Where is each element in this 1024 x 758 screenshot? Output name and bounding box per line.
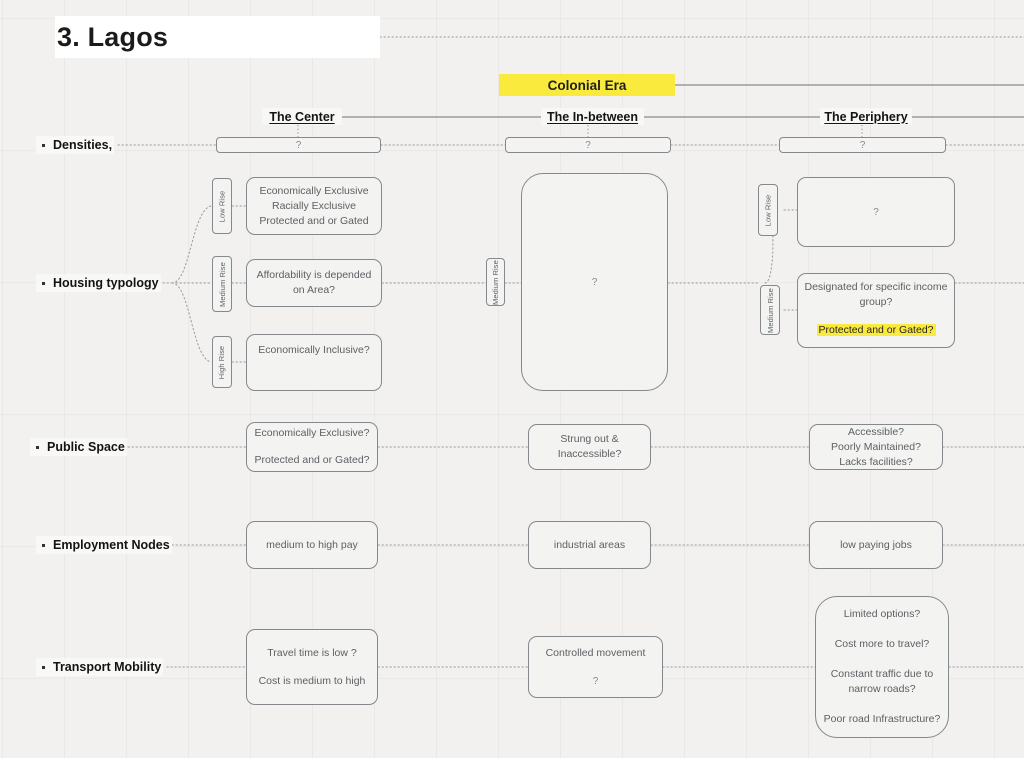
node-housing-in-between-text: ? [591,276,598,288]
node-text-line: medium to high pay [266,538,358,551]
node-densities-periphery-text: ? [859,139,866,151]
node-text-line: Economically Exclusive [259,184,369,197]
row-label-public-space-text: Public Space [47,440,125,454]
node-housing-in-between[interactable]: ? [521,173,668,391]
node-text-line: Accessible? [847,425,905,438]
node-text-line: Protected and or Gated [259,214,369,227]
node-densities-in-between[interactable]: ? [505,137,671,153]
bullet-icon [42,143,45,147]
row-label-densities-text: Densities, [53,138,113,152]
node-densities-in-between-text: ? [585,139,591,151]
era-banner: Colonial Era [499,74,675,96]
node-public-space-in-between[interactable]: Strung out & Inaccessible? [528,424,651,470]
tag-housing-center-low-rise-text: Low Rise [217,190,227,222]
node-densities-periphery[interactable]: ? [779,137,946,153]
row-label-housing-typology: Housing typology [36,274,161,292]
node-text-line: ? [873,206,879,218]
node-housing-periphery-low-rise[interactable]: ? [797,177,955,247]
node-text-line: Limited options? [843,608,921,621]
node-housing-center-high-rise[interactable]: Economically Inclusive? [246,334,382,391]
column-header-in-between: The In-between [541,108,644,125]
tag-housing-center-medium-rise: Medium Rise [212,256,232,312]
node-text-line: Cost more to travel? [834,638,930,651]
node-text-line: Racially Exclusive [271,199,357,212]
bullet-icon [42,665,45,669]
node-text-line: Economically Inclusive? [258,344,370,356]
node-densities-center-text: ? [295,139,302,151]
node-housing-periphery-highlight: Protected and or Gated? [804,323,948,338]
node-text-line: Constant traffic due to narrow roads? [830,667,934,695]
tag-housing-periphery-medium-rise-text: Medium Rise [765,287,775,333]
column-header-center: The Center [262,108,342,125]
row-label-public-space: Public Space [30,438,127,456]
tag-housing-periphery-low-rise: Low Rise [758,184,778,236]
node-transport-center[interactable]: Travel time is low ? Cost is medium to h… [246,629,378,705]
node-employment-periphery[interactable]: low paying jobs [809,521,943,569]
node-text-line: Strung out & Inaccessible? [557,433,622,460]
node-text-line: Controlled movement [545,646,646,659]
row-label-transport-mobility: Transport Mobility [36,658,164,676]
tag-housing-in-between-medium-rise: Medium Rise [486,258,505,306]
node-text-line: Lacks facilities? [839,455,913,468]
node-text-line: industrial areas [553,538,626,551]
node-text-line: ? [592,675,599,687]
tag-housing-periphery-low-rise-text: Low Rise [763,194,773,226]
column-header-periphery: The Periphery [820,108,912,125]
node-employment-center[interactable]: medium to high pay [246,521,378,569]
bullet-icon [42,281,45,285]
node-text-line: Travel time is low ? [267,646,357,659]
row-label-employment-nodes-text: Employment Nodes [53,538,170,552]
tag-housing-center-medium-rise-text: Medium Rise [217,261,227,307]
node-public-space-periphery[interactable]: Accessible? Poorly Maintained? Lacks fac… [809,424,943,470]
row-label-employment-nodes: Employment Nodes [36,536,172,554]
node-text-line: Economically Exclusive? [254,427,370,439]
node-text-line: Designated for specific income group? [804,281,948,308]
bullet-icon [36,445,39,449]
node-text-line: Poorly Maintained? [831,440,921,453]
tag-housing-periphery-medium-rise: Medium Rise [760,285,780,335]
node-text-line: Poor road Infrastructure? [823,712,941,725]
tag-housing-center-low-rise: Low Rise [212,178,232,234]
node-housing-periphery-medium-rise[interactable]: Designated for specific income group? Pr… [797,273,955,348]
node-transport-periphery[interactable]: Limited options? Cost more to travel? Co… [815,596,949,738]
tag-housing-center-high-rise-text: High Rise [217,345,227,379]
node-text-line: Affordability is depended on Area? [256,269,372,296]
node-transport-in-between[interactable]: Controlled movement ? [528,636,663,698]
node-text-line: Cost is medium to high [258,674,366,687]
row-label-transport-mobility-text: Transport Mobility [53,660,162,674]
node-densities-center[interactable]: ? [216,137,381,153]
page-title: 3. Lagos [55,16,380,58]
node-text-line: low paying jobs [840,538,912,551]
node-public-space-center[interactable]: Economically Exclusive? Protected and or… [246,422,378,472]
node-housing-center-medium-rise[interactable]: Affordability is depended on Area? [246,259,382,307]
node-housing-center-low-rise[interactable]: Economically Exclusive Racially Exclusiv… [246,177,382,235]
highlight-text: Protected and or Gated? [816,324,936,336]
tag-housing-in-between-medium-rise-text: Medium Rise [491,259,500,305]
bullet-icon [42,543,45,547]
row-label-housing-typology-text: Housing typology [53,276,159,290]
node-text-line: Protected and or Gated? [254,454,370,466]
row-label-densities: Densities, [36,136,115,154]
node-employment-in-between[interactable]: industrial areas [528,521,651,569]
tag-housing-center-high-rise: High Rise [212,336,232,388]
